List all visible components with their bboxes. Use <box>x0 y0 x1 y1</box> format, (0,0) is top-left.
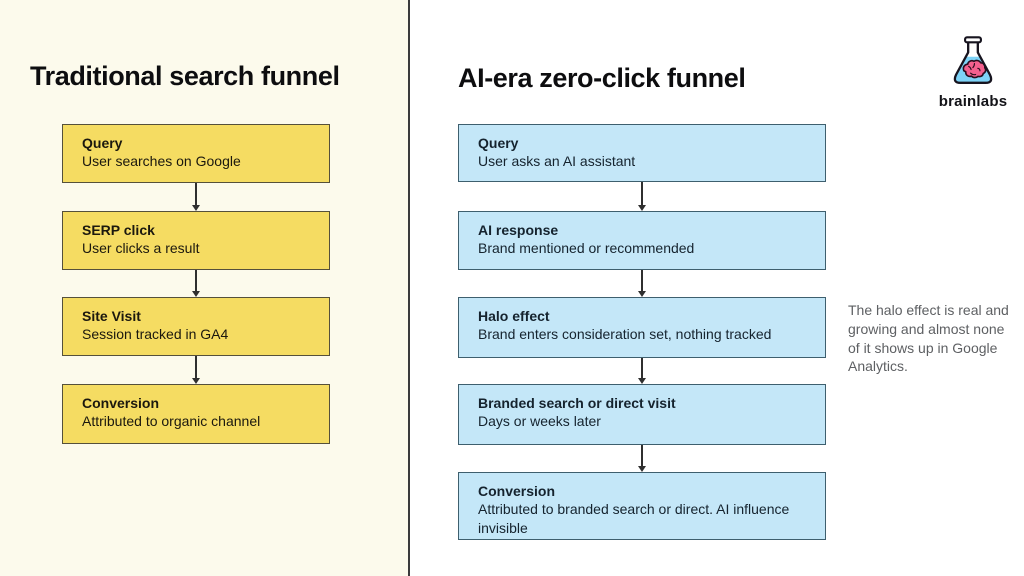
logo-wordmark: brainlabs <box>938 93 1008 110</box>
step-title: Halo effect <box>478 308 550 324</box>
step-title: Query <box>478 135 519 151</box>
step-title: Site Visit <box>82 308 141 324</box>
step-subtitle: Attributed to organic channel <box>82 413 261 430</box>
step-title: Conversion <box>82 395 160 411</box>
arrow-down-icon <box>641 182 643 205</box>
step-title: Query <box>82 135 123 151</box>
step-title: Branded search or direct visit <box>478 395 676 411</box>
funnel-step-branded-search: Branded search or direct visit Days or w… <box>458 384 826 445</box>
step-title: SERP click <box>82 222 155 238</box>
arrow-down-icon <box>195 270 197 291</box>
left-funnel-title: Traditional search funnel <box>30 61 340 91</box>
annotation-note: The halo effect is real and growing and … <box>848 302 1009 375</box>
step-subtitle: User searches on Google <box>82 153 241 170</box>
brainlabs-logo: brainlabs <box>931 36 1015 110</box>
funnel-step-serp-click: SERP click User clicks a result <box>62 211 330 270</box>
arrow-down-icon <box>641 270 643 291</box>
funnel-step-site-visit: Site Visit Session tracked in GA4 <box>62 297 330 356</box>
funnel-step-ai-response: AI response Brand mentioned or recommend… <box>458 211 826 270</box>
right-funnel-title: AI-era zero-click funnel <box>458 63 746 93</box>
funnel-step-query-right: Query User asks an AI assistant <box>458 124 826 182</box>
step-subtitle: User asks an AI assistant <box>478 153 636 170</box>
flask-icon <box>953 36 993 84</box>
funnel-step-halo-effect: Halo effect Brand enters consideration s… <box>458 297 826 358</box>
brain-icon <box>962 59 987 79</box>
funnel-step-query-left: Query User searches on Google <box>62 124 330 183</box>
step-subtitle: Session tracked in GA4 <box>82 326 229 343</box>
step-subtitle: Brand enters consideration set, nothing … <box>478 326 772 343</box>
step-subtitle: Days or weeks later <box>478 413 601 430</box>
funnel-step-conversion-left: Conversion Attributed to organic channel <box>62 384 330 444</box>
arrow-down-icon <box>641 445 643 466</box>
step-subtitle: Brand mentioned or recommended <box>478 240 695 257</box>
left-panel-background <box>0 0 408 576</box>
arrow-down-icon <box>641 358 643 378</box>
panel-divider <box>408 0 410 576</box>
step-title: Conversion <box>478 483 556 499</box>
step-subtitle: User clicks a result <box>82 240 200 257</box>
arrow-down-icon <box>195 356 197 378</box>
step-title: AI response <box>478 222 559 238</box>
arrow-down-icon <box>195 183 197 205</box>
step-subtitle: Attributed to branded search or direct. … <box>478 501 790 536</box>
funnel-step-conversion-right: Conversion Attributed to branded search … <box>458 472 826 540</box>
